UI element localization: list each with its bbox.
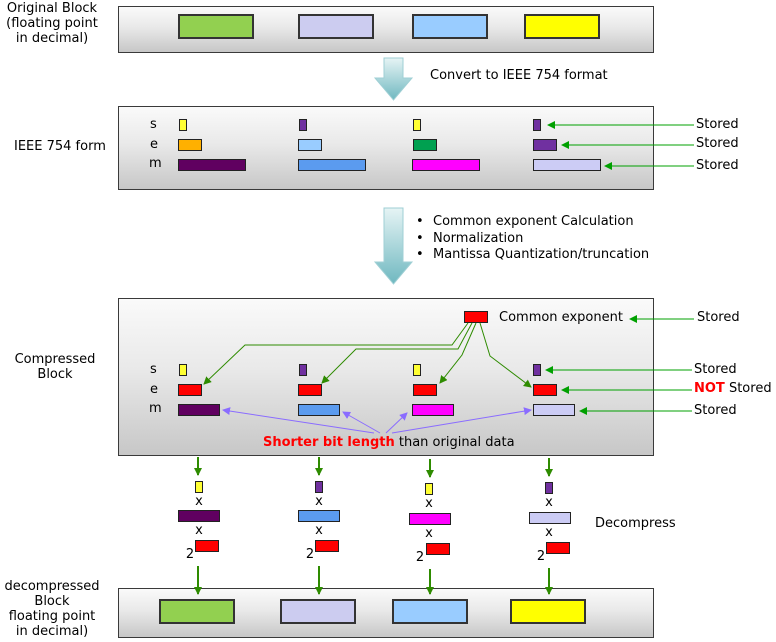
ieee-exp-4 [533,139,557,151]
ieee-e-label: e [150,137,158,152]
decompressed-block-label: decompressed Block floating point in dec… [4,579,100,639]
dec-exp-4 [546,542,570,554]
original-value-4 [524,14,600,39]
step-3: Mantissa Quantization/truncation [433,247,650,262]
original-value-2 [298,14,374,39]
decompressed-value-2 [280,599,356,624]
comp-exp-4 [533,384,557,396]
original-value-3 [412,14,488,39]
dec-times-4a: x [545,495,553,510]
comp-s-label: s [150,362,157,377]
dec-sign-3 [425,483,433,495]
comp-sign-2 [299,364,307,376]
comp-sign-3 [413,364,421,376]
compressed-block-label: Compressed Block [14,352,96,382]
dec-times-1b: x [195,523,203,538]
comp-mant-2 [298,404,340,416]
convert-arrow [373,57,414,101]
dec-two-3: 2 [415,550,425,565]
dec-mant-4 [529,512,571,524]
step-1: Common exponent Calculation [433,214,634,229]
comp-exp-1 [178,384,202,396]
comp-exp-2 [298,384,322,396]
shorter-bit-length-highlight: Shorter bit length [263,435,395,450]
dec-exp-3 [426,543,450,555]
dec-mant-1 [178,510,220,522]
dec-times-3b: x [425,526,433,541]
dec-two-2: 2 [305,547,315,562]
comp-not-stored-e: NOT Stored [694,381,772,397]
not-highlight: NOT [694,381,725,396]
ieee-mant-1 [178,159,246,171]
dec-times-4b: x [545,525,553,540]
dec-times-3a: x [425,496,433,511]
comp-mant-4 [533,404,575,416]
dec-mant-3 [409,513,451,525]
dec-exp-2 [315,540,339,552]
step-bullet-3: • [416,247,424,262]
decompressed-value-1 [159,599,235,624]
comp-sign-1 [179,364,187,376]
convert-label: Convert to IEEE 754 format [430,68,608,83]
comp-m-label: m [149,401,162,416]
shorter-bit-length-note: Shorter bit length than original data [263,435,515,451]
compress-arrow [373,207,414,285]
ieee-stored-s: Stored [696,117,739,132]
dec-two-4: 2 [536,549,546,564]
comp-exp-3 [413,384,437,396]
ieee-sign-1 [179,119,187,131]
step-bullet-1: • [416,214,424,229]
ieee-exp-2 [298,139,322,151]
dec-sign-1 [195,481,203,493]
dec-sign-4 [545,482,553,494]
ieee-form-label: IEEE 754 form [14,139,106,154]
comp-sign-4 [533,364,541,376]
dec-times-1a: x [195,494,203,509]
decompress-label: Decompress [595,516,676,531]
dec-times-2a: x [315,494,323,509]
ieee-m-label: m [149,156,162,171]
dec-mant-2 [298,510,340,522]
common-exponent-label: Common exponent [499,310,623,325]
comp-stored-m: Stored [694,403,737,418]
original-value-1 [178,14,254,39]
ieee-mant-2 [298,159,366,171]
comp-e-label: e [150,382,158,397]
decompressed-value-3 [392,599,468,624]
dec-times-2b: x [315,523,323,538]
original-block-label: Original Block (floating point in decima… [6,1,98,46]
comp-mant-1 [178,404,220,416]
ieee-sign-3 [413,119,421,131]
dec-two-1: 2 [185,547,195,562]
comp-stored-s: Stored [694,362,737,377]
ieee-stored-m: Stored [696,158,739,173]
dec-sign-2 [315,481,323,493]
shorter-bit-length-rest: than original data [394,435,515,450]
comp-stored-common: Stored [697,310,740,325]
step-2: Normalization [433,231,524,246]
ieee-sign-4 [533,119,541,131]
comp-mant-3 [412,404,454,416]
ieee-s-label: s [150,117,157,132]
ieee-sign-2 [299,119,307,131]
decompressed-value-4 [510,599,586,624]
ieee-exp-3 [413,139,437,151]
ieee-exp-1 [178,139,202,151]
dec-exp-1 [195,540,219,552]
ieee-mant-4 [533,159,601,171]
common-exponent-block [464,311,488,323]
ieee-mant-3 [412,159,480,171]
not-stored-rest: Stored [728,381,772,396]
step-bullet-2: • [416,231,424,246]
ieee-stored-e: Stored [696,136,739,151]
